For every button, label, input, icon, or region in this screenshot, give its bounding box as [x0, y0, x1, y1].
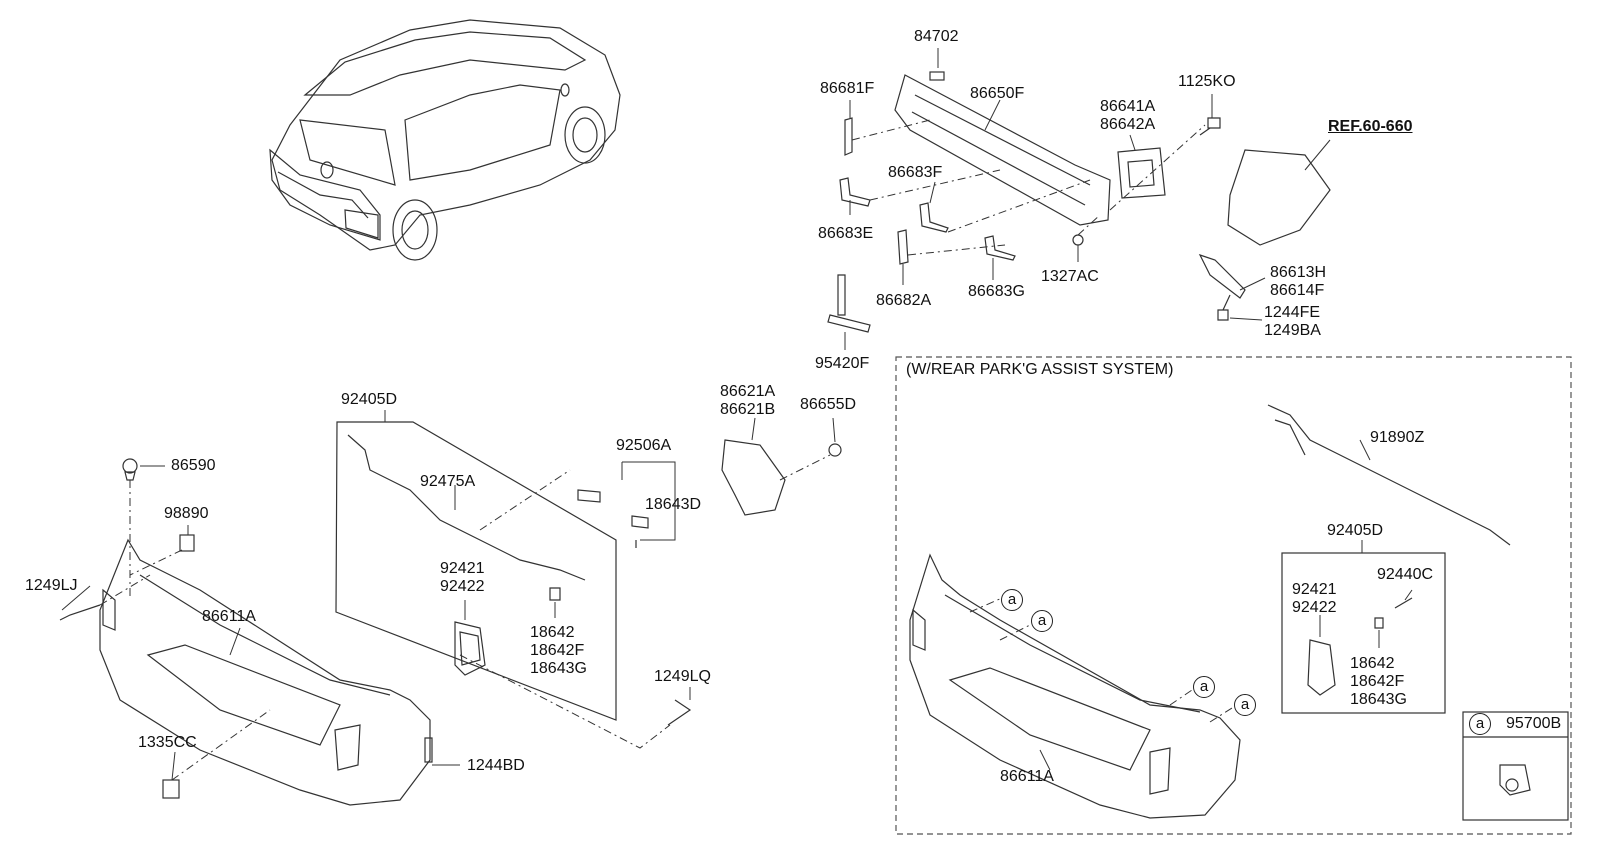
part-label-1249BA: 1249BA — [1264, 322, 1321, 339]
license-lamp-92421 — [454, 621, 486, 676]
part-label-92405D-right[interactable]: 92405D — [1327, 522, 1384, 539]
bolt-1125KO — [1199, 117, 1221, 136]
harness-91890Z — [1267, 404, 1511, 546]
part-label-86682A[interactable]: 86682A — [876, 292, 932, 309]
bracket-86683G — [984, 235, 1016, 261]
retainer-98890 — [179, 534, 195, 552]
vehicle-illustration — [269, 19, 621, 261]
screw-1244FE — [1217, 294, 1231, 321]
rear-bumper-cover-right — [909, 553, 1241, 819]
part-label-84702[interactable]: 84702 — [914, 28, 959, 45]
nut-1327AC — [1072, 234, 1084, 246]
part-label-18643G-right: 18643G — [1350, 691, 1407, 708]
part-label-18642F-left: 18642F — [530, 642, 585, 659]
parking-sensor-95700B — [1499, 764, 1531, 796]
rear-bumper-cover-left — [99, 538, 431, 806]
part-label-95700B[interactable]: 95700B — [1506, 715, 1562, 732]
sensor-group-box — [1281, 552, 1446, 714]
lamp-92421-right — [1307, 639, 1336, 696]
quarter-panel-ref — [1227, 139, 1331, 246]
bracket-86641A — [1117, 147, 1166, 199]
part-label-86650F[interactable]: 86650F — [970, 85, 1025, 102]
callout-a-legend[interactable]: a — [1469, 713, 1491, 735]
part-label-86613H: 86613H — [1270, 264, 1327, 281]
part-label-1335CC[interactable]: 1335CC — [138, 734, 197, 751]
callout-a-4[interactable]: a — [1234, 694, 1256, 716]
part-label-86614F: 86614F — [1270, 282, 1325, 299]
part-label-1244FE-1249BA[interactable]: 1244FE 1249BA — [1264, 304, 1321, 340]
part-label-18642-right: 18642 — [1350, 655, 1395, 672]
section-title-parking-assist: (W/REAR PARK'G ASSIST SYSTEM) — [906, 361, 1174, 378]
screw-1244BD — [424, 737, 433, 763]
part-label-86621A: 86621A — [720, 383, 776, 400]
part-label-1244BD[interactable]: 1244BD — [467, 757, 525, 774]
parking-assist-section — [895, 356, 1572, 835]
part-label-86642A: 86642A — [1100, 116, 1156, 133]
callout-a-3[interactable]: a — [1193, 676, 1215, 698]
bracket-86681F — [844, 117, 853, 156]
part-label-18643G-left: 18643G — [530, 660, 587, 677]
part-label-95420F[interactable]: 95420F — [815, 355, 870, 372]
callout-a-2[interactable]: a — [1031, 610, 1053, 632]
part-label-92440C[interactable]: 92440C — [1377, 566, 1434, 583]
part-label-1249LQ[interactable]: 1249LQ — [654, 668, 711, 685]
part-label-86621A-86621B[interactable]: 86621A 86621B — [720, 383, 775, 419]
part-label-18642-group-left[interactable]: 18642 18642F 18643G — [530, 624, 587, 678]
clip-86655D — [828, 443, 842, 457]
bracket-86621A — [721, 439, 786, 516]
bracket-86683F — [919, 202, 949, 233]
part-label-86683F[interactable]: 86683F — [888, 164, 943, 181]
part-label-86655D[interactable]: 86655D — [800, 396, 857, 413]
part-label-1244FE: 1244FE — [1264, 304, 1321, 321]
part-label-1125KO[interactable]: 1125KO — [1178, 73, 1236, 90]
bracket-86682A — [897, 229, 909, 265]
part-label-92405D-left[interactable]: 92405D — [341, 391, 398, 408]
part-label-92422-left: 92422 — [440, 578, 485, 595]
part-label-92475A[interactable]: 92475A — [420, 473, 476, 490]
part-label-98890[interactable]: 98890 — [164, 505, 209, 522]
part-label-92421-right: 92421 — [1292, 581, 1337, 598]
clip-1335CC — [162, 779, 180, 799]
part-label-1327AC[interactable]: 1327AC — [1041, 268, 1099, 285]
reference-label[interactable]: REF.60-660 — [1328, 118, 1413, 135]
screw-1249LQ — [667, 699, 692, 726]
part-label-86641A: 86641A — [1100, 98, 1156, 115]
part-label-86683G[interactable]: 86683G — [968, 283, 1025, 300]
part-label-18642-left: 18642 — [530, 624, 575, 641]
part-label-92421-left: 92421 — [440, 560, 485, 577]
wiring-group-box — [335, 421, 617, 721]
part-label-86641A-86642A[interactable]: 86641A 86642A — [1100, 98, 1155, 134]
bracket-86613H — [1198, 253, 1246, 299]
part-label-92421-92422-left[interactable]: 92421 92422 — [440, 560, 485, 596]
part-label-92422-right: 92422 — [1292, 599, 1337, 616]
part-label-86613H-86614F[interactable]: 86613H 86614F — [1270, 264, 1326, 300]
part-label-92506A[interactable]: 92506A — [616, 437, 672, 454]
part-label-91890Z[interactable]: 91890Z — [1370, 429, 1425, 446]
callout-a-1[interactable]: a — [1001, 589, 1023, 611]
part-label-1249LJ[interactable]: 1249LJ — [25, 577, 78, 594]
part-label-86681F[interactable]: 86681F — [820, 80, 875, 97]
part-label-86590[interactable]: 86590 — [171, 457, 216, 474]
part-label-92421-92422-right[interactable]: 92421 92422 — [1292, 581, 1337, 617]
part-label-86611A-right[interactable]: 86611A — [1000, 768, 1054, 785]
clip-86590 — [122, 458, 138, 481]
part-label-18643D[interactable]: 18643D — [645, 496, 702, 513]
sensor-95700B-box — [1462, 711, 1569, 821]
part-label-18642-group-right[interactable]: 18642 18642F 18643G — [1350, 655, 1407, 709]
part-label-86611A-left[interactable]: 86611A — [202, 608, 256, 625]
sensor-95420F — [827, 274, 871, 333]
part-label-86683E[interactable]: 86683E — [818, 225, 874, 242]
bracket-86683E — [839, 177, 871, 207]
bumper-beam-86650F — [894, 71, 1111, 226]
part-label-86621B: 86621B — [720, 401, 776, 418]
part-label-18642F-right: 18642F — [1350, 673, 1405, 690]
screw-1249LJ — [59, 604, 101, 621]
